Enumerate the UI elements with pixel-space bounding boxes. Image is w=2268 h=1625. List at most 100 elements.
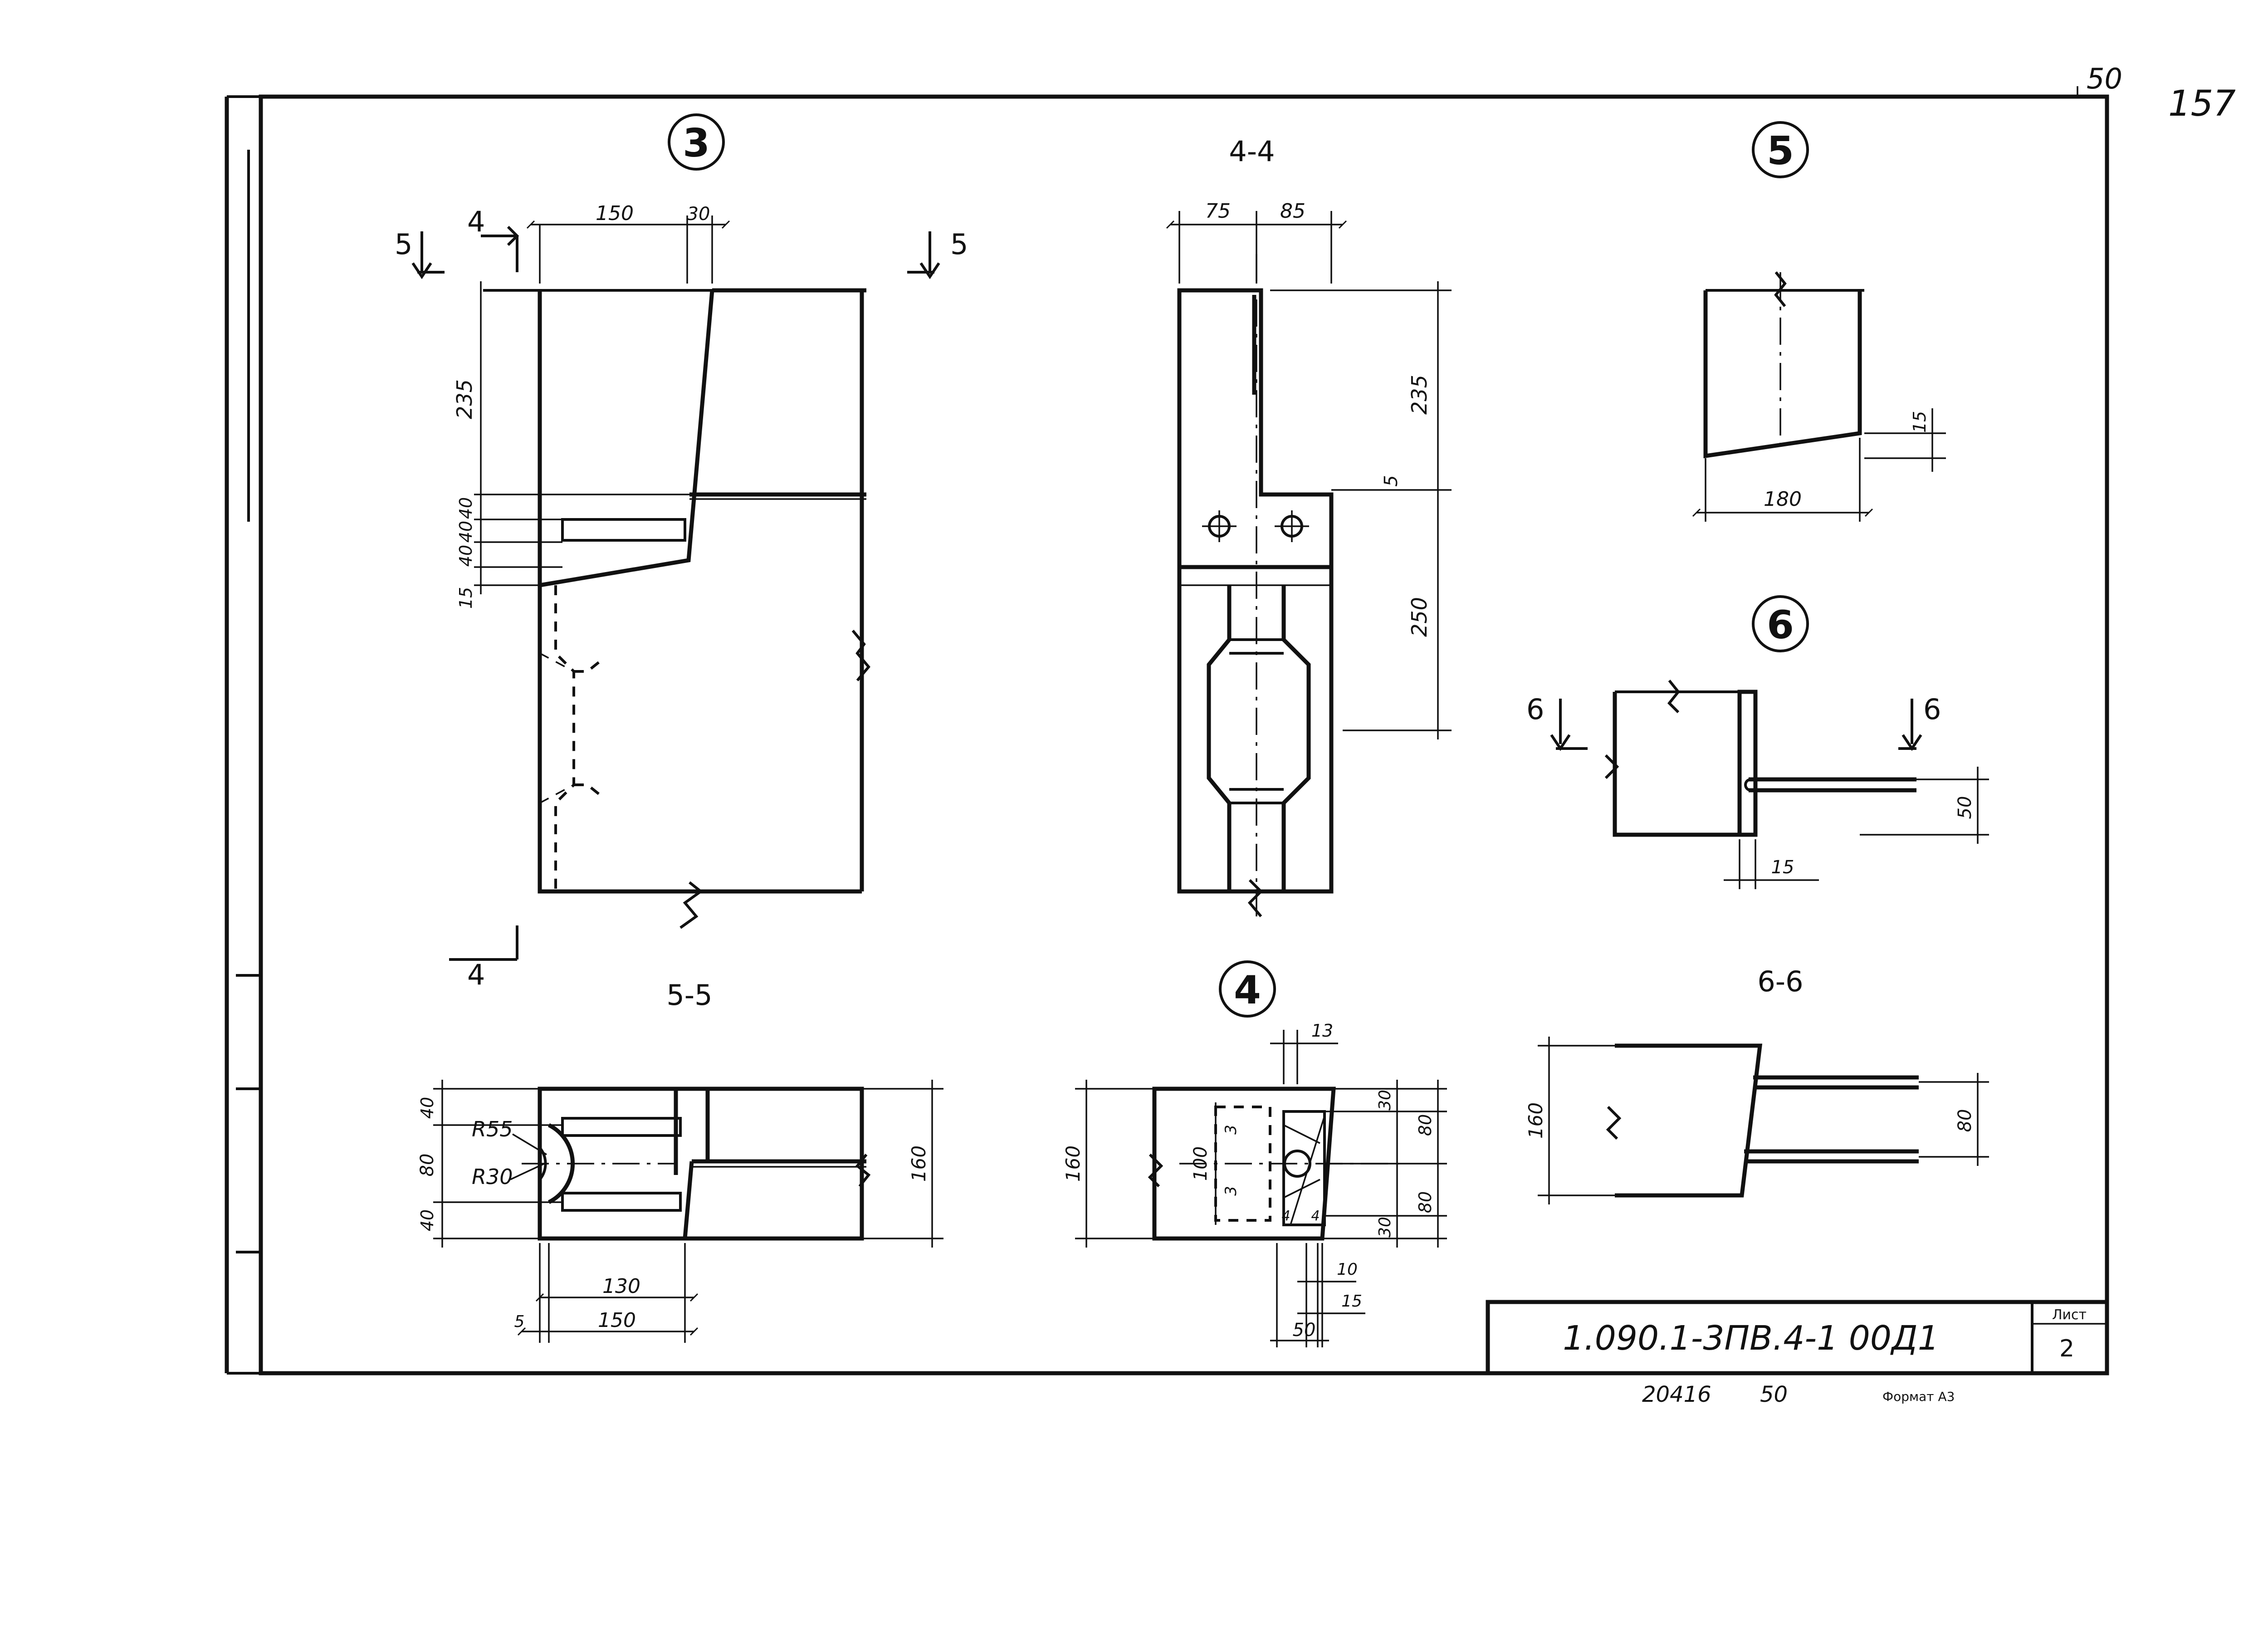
detail-4-dim-3a: 3 <box>1222 1125 1240 1135</box>
cut-5-right-arrow <box>907 231 940 279</box>
detail-3: 3 5 5 4 4 150 30 <box>395 113 968 991</box>
section-5-5-dim-40a: 40 <box>417 1097 437 1119</box>
cut-4-top-arrow <box>481 225 519 272</box>
section-6-6-outline <box>1615 1043 1763 1198</box>
detail-4-dim-3b: 3 <box>1222 1186 1240 1196</box>
format-label: Формат А3 <box>1882 1389 1955 1404</box>
section-4-4-dim-85: 85 <box>1280 200 1305 223</box>
section-6-6-title: 6-6 <box>1757 965 1803 998</box>
detail-5-dim-15: 15 <box>1910 411 1930 433</box>
cut-4-bottom-arrow <box>449 925 518 961</box>
detail-3-bar <box>561 518 686 542</box>
section-5-5-bar-top <box>561 1117 682 1137</box>
detail-4-dim-30a: 30 <box>1376 1090 1394 1111</box>
detail-6-bar-end <box>1744 778 1751 792</box>
frame-border <box>259 94 2109 1375</box>
document-code: 1.090.1-3ПВ.4-1 00Д1 <box>1563 1319 1939 1358</box>
detail-6-dim-50: 50 <box>1955 796 1975 819</box>
detail-5-outline <box>1703 290 1862 459</box>
detail-3-outline-left <box>538 290 862 894</box>
page-number: 157 <box>2168 83 2236 124</box>
cut-6-left-label: 6 <box>1526 693 1544 726</box>
section-4-4: 4-4 75 85 235 5 250 <box>1166 135 1452 921</box>
detail-3-hidden-void-tip <box>574 661 600 795</box>
detail-5-marker-circle <box>1752 121 1809 178</box>
detail-3-sloped-cut <box>539 290 714 587</box>
detail-4-hatch <box>1283 1116 1325 1225</box>
inventory-number: 20416 <box>1642 1382 1711 1407</box>
cut-5-left-arrow <box>411 231 445 279</box>
section-4-4-void-left <box>1207 585 1232 891</box>
cut-5-left-label: 5 <box>395 228 412 261</box>
detail-4-dim-50: 50 <box>1293 1320 1316 1341</box>
detail-4-dim-13: 13 <box>1311 1021 1333 1041</box>
section-4-4-dim-5: 5 <box>1381 475 1402 486</box>
detail-3-dim-235: 235 <box>452 379 477 419</box>
section-4-4-dim-250: 250 <box>1407 597 1432 637</box>
detail-5-dim-180: 180 <box>1764 488 1802 511</box>
detail-5: 5 180 15 <box>1692 121 1946 522</box>
detail-4-marker: 4 <box>1234 968 1261 1013</box>
detail-6-dim-15: 15 <box>1771 857 1794 878</box>
cut-5-right-label: 5 <box>950 228 968 261</box>
detail-4-dim-30b: 30 <box>1376 1217 1394 1238</box>
detail-4-dim-15: 15 <box>1341 1292 1362 1311</box>
section-4-4-outline <box>1177 288 1334 894</box>
detail-3-dim-15: 15 <box>456 587 476 609</box>
cut-4-bottom-label: 4 <box>467 958 485 991</box>
section-5-5-r55: R55 <box>472 1117 513 1141</box>
cut-6-left-arrow <box>1550 699 1588 751</box>
section-5-5-bar-bottom <box>561 1192 682 1212</box>
section-4-4-void-right <box>1281 585 1311 891</box>
detail-3-dim-40a: 40 <box>456 497 476 519</box>
detail-4-dim-160: 160 <box>1062 1145 1084 1182</box>
title-block-border <box>1486 1300 2109 1375</box>
detail-6-break-left <box>1604 754 1619 779</box>
section-5-5-radius-leaders <box>510 1133 547 1180</box>
bolt-hole-axes <box>1202 510 1309 542</box>
detail-6-outline <box>1613 690 1758 837</box>
detail-3-dim-30: 30 <box>687 204 710 225</box>
detail-3-marker: 3 <box>683 121 710 166</box>
corner-value: 50 <box>2087 62 2122 95</box>
section-6-6-dim-160: 160 <box>1525 1102 1547 1139</box>
detail-3-hidden-void-left <box>554 585 575 891</box>
section-6-6-dim-80: 80 <box>1955 1109 1975 1132</box>
detail-6-break-top <box>1667 680 1680 714</box>
section-6-6-break <box>1606 1106 1622 1140</box>
detail-4-dim-10: 10 <box>1337 1260 1358 1279</box>
detail-5-break <box>1774 271 1787 307</box>
section-5-5-r30: R30 <box>472 1165 513 1189</box>
section-5-5-sloped <box>683 1161 694 1239</box>
sheet-number: 2 <box>2059 1335 2074 1362</box>
detail-4-marker-circle <box>1219 960 1276 1018</box>
cut-6-right-arrow <box>1898 699 1922 751</box>
section-5-5-dim-5: 5 <box>514 1312 525 1331</box>
detail-6: 6 6 6 50 15 <box>1526 595 1989 889</box>
section-4-4-dim-235: 235 <box>1407 375 1432 415</box>
section-5-5-break <box>855 1154 871 1187</box>
section-5-5-dim-130: 130 <box>602 1275 640 1298</box>
section-5-5-dim-160: 160 <box>908 1145 930 1182</box>
cut-4-top-label: 4 <box>467 205 485 238</box>
detail-4-plate <box>1282 1110 1326 1226</box>
section-4-4-break <box>1247 879 1263 917</box>
detail-4-dim-80b: 80 <box>1415 1191 1435 1213</box>
detail-3-hidden-void-links <box>539 652 574 804</box>
section-4-4-dim-75: 75 <box>1205 200 1231 223</box>
detail-4-break <box>1148 1153 1163 1188</box>
section-6-6: 6-6 160 80 <box>1525 965 1989 1204</box>
detail-3-dim-150: 150 <box>596 202 634 225</box>
sheet-frame: 50 157 <box>225 62 2236 1375</box>
detail-4-dim-4b: 4 <box>1311 1208 1320 1224</box>
detail-3-break-right <box>851 630 870 681</box>
title-block: 1.090.1-3ПВ.4-1 00Д1 Лист 2 20416 50 Фор… <box>1486 1300 2109 1407</box>
detail-3-dim-40c: 40 <box>456 545 476 567</box>
detail-6-marker: 6 <box>1767 602 1794 648</box>
detail-4-dim-4a: 4 <box>1281 1208 1290 1224</box>
detail-4-dim-100: 100 <box>1190 1146 1211 1181</box>
section-5-5-dim-40b: 40 <box>417 1209 437 1231</box>
section-5-5-dim-150: 150 <box>598 1309 636 1332</box>
cut-6-right-label: 6 <box>1923 693 1941 726</box>
